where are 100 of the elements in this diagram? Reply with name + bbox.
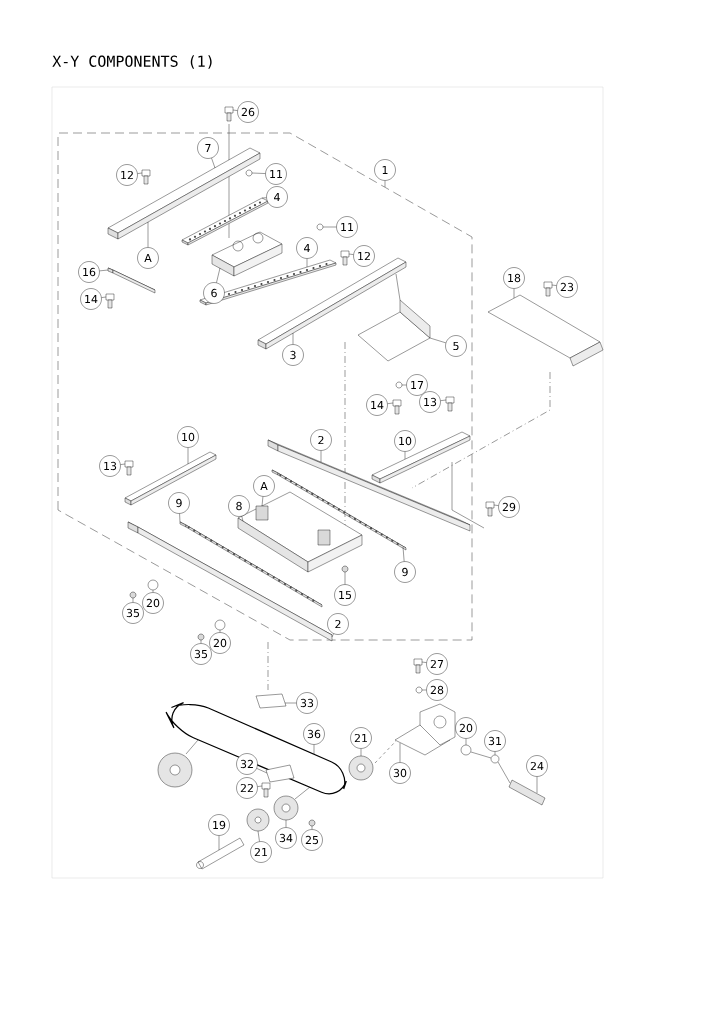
screw	[141, 169, 151, 185]
washer	[490, 754, 500, 764]
title: X-Y COMPONENTS (1)	[52, 55, 212, 69]
leader-line	[261, 496, 264, 507]
carriage	[237, 491, 363, 573]
link-bar	[371, 431, 471, 484]
callout-number: 2	[310, 429, 332, 451]
leader-line	[99, 269, 109, 272]
leader-line	[232, 109, 238, 111]
leader-line	[216, 267, 221, 283]
holder-bracket	[394, 703, 456, 756]
spring	[129, 591, 137, 599]
callout-number: 22	[236, 777, 258, 799]
nut	[147, 579, 159, 591]
leader-line	[322, 226, 337, 228]
callout-number: 4	[296, 237, 318, 259]
center-line	[374, 740, 397, 764]
leader-line	[257, 830, 260, 842]
leader-line	[513, 288, 515, 299]
leader-line	[311, 825, 313, 830]
callout-number: 23	[556, 276, 578, 298]
callout-number: 24	[526, 755, 548, 777]
leader-line	[493, 504, 499, 506]
callout-number: 19	[208, 814, 230, 836]
leader-line	[313, 744, 315, 755]
callout-number: 4	[266, 186, 288, 208]
leader-line	[421, 689, 427, 691]
leader-line	[551, 284, 557, 286]
screw	[340, 250, 350, 266]
leader-line	[137, 172, 143, 174]
screw	[392, 399, 402, 415]
leader-line	[292, 332, 294, 345]
callout-number: 1	[374, 159, 396, 181]
callout-number: 8	[228, 495, 250, 517]
callout-number: 17	[406, 374, 428, 396]
leader-line	[331, 633, 334, 638]
center-line	[497, 761, 511, 784]
bracket	[357, 299, 431, 362]
leader-line	[285, 819, 287, 828]
bolt	[508, 779, 546, 806]
leader-line	[306, 258, 308, 268]
callout-number: 11	[265, 163, 287, 185]
callout-number: 25	[301, 829, 323, 851]
screw	[485, 501, 495, 517]
set-screw	[308, 819, 316, 827]
washer	[395, 381, 403, 389]
leader-line	[344, 571, 346, 585]
rack	[181, 197, 269, 246]
screw	[445, 396, 455, 412]
leader-line	[257, 785, 263, 787]
nut	[460, 744, 472, 756]
leader-line	[101, 296, 107, 298]
callout-number: 5	[445, 335, 467, 357]
leader-line	[132, 597, 134, 603]
callout-number: 35	[190, 643, 212, 665]
leader-line	[256, 768, 268, 774]
leader-line	[402, 546, 405, 562]
leader-line	[284, 702, 297, 704]
leader-line	[241, 516, 244, 522]
leader-line	[251, 172, 266, 174]
callout-number: 31	[484, 730, 506, 752]
link-bar	[124, 451, 217, 506]
set-screw	[341, 565, 349, 573]
leader-line	[147, 221, 149, 248]
callout-number: 10	[394, 430, 416, 452]
center-line	[470, 751, 492, 759]
leader-line	[320, 450, 322, 463]
callout-number: 20	[455, 717, 477, 739]
callout-number: 6	[203, 282, 225, 304]
screw	[543, 281, 553, 297]
screw	[261, 782, 271, 798]
callout-number: 9	[394, 561, 416, 583]
callout-number: 13	[99, 455, 121, 477]
spring	[197, 633, 205, 641]
roller	[348, 755, 374, 781]
leader-line	[440, 399, 447, 401]
callout-number: 27	[426, 653, 448, 675]
callout-number: 13	[419, 391, 441, 413]
callout-number: 32	[236, 753, 258, 775]
callout-number: 10	[177, 426, 199, 448]
leader-line	[179, 513, 181, 523]
nut	[214, 619, 226, 631]
leader-line	[429, 337, 446, 344]
rack	[271, 469, 407, 551]
callout-number: 2	[327, 613, 349, 635]
center-line	[395, 273, 401, 301]
leader-line	[200, 639, 202, 644]
leader-line	[360, 748, 362, 757]
callout-number: 28	[426, 679, 448, 701]
screw	[124, 460, 134, 476]
center-line	[294, 786, 311, 800]
callout-number: 14	[80, 288, 102, 310]
callout-number: 14	[366, 394, 388, 416]
leader-line	[187, 447, 189, 465]
callout-number: 9	[168, 492, 190, 514]
leader-line	[421, 661, 427, 663]
leader-line	[120, 463, 126, 465]
leader-line	[401, 384, 407, 386]
callout-number: A	[137, 247, 159, 269]
callout-number: 36	[303, 723, 325, 745]
